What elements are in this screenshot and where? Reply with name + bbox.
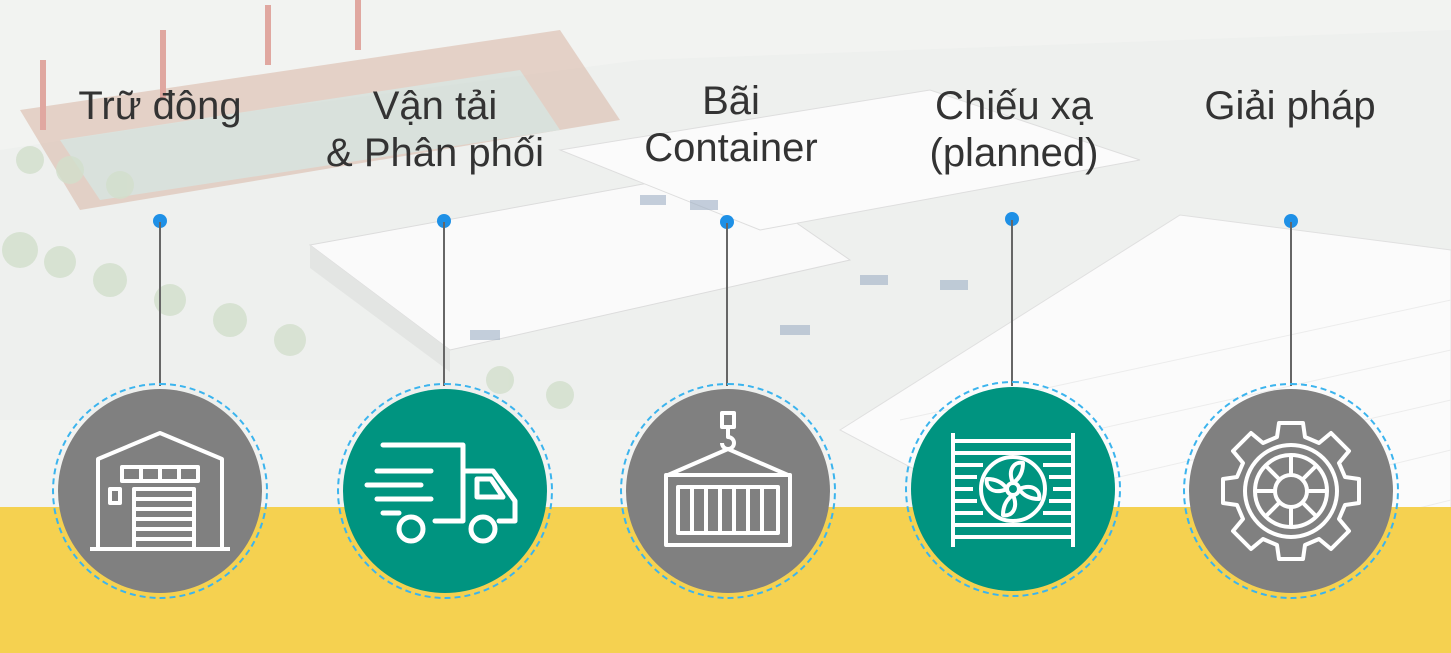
delivery-truck-icon[interactable] xyxy=(343,389,547,593)
connector-dot xyxy=(437,214,451,228)
gear-icon[interactable] xyxy=(1189,389,1393,593)
label-chieu-xa: Chiếu xạ (planned) xyxy=(929,84,1099,175)
hoisted-container-icon[interactable] xyxy=(626,389,830,593)
dashed-ring xyxy=(1183,383,1399,599)
connector-dot xyxy=(1005,212,1019,226)
dashed-ring xyxy=(337,383,553,599)
dashed-ring xyxy=(905,381,1121,597)
connector-dot xyxy=(1284,214,1298,228)
label-giai-phap: Giải pháp xyxy=(1204,84,1376,128)
connector-dot xyxy=(720,215,734,229)
dashed-ring xyxy=(620,383,836,599)
irradiation-fan-icon[interactable] xyxy=(911,387,1115,591)
connector-line xyxy=(1011,220,1013,386)
warehouse-icon[interactable] xyxy=(58,389,262,593)
connector-line xyxy=(1290,222,1292,386)
label-van-tai-phan-phoi: Vận tải & Phân phối xyxy=(326,84,544,175)
connector-dot xyxy=(153,214,167,228)
connector-line xyxy=(443,222,445,386)
label-bai-container: Bãi Container xyxy=(644,79,818,170)
dashed-ring xyxy=(52,383,268,599)
label-tru-dong: Trữ đông xyxy=(78,84,242,128)
connector-line xyxy=(726,223,728,386)
connector-line xyxy=(159,222,161,386)
